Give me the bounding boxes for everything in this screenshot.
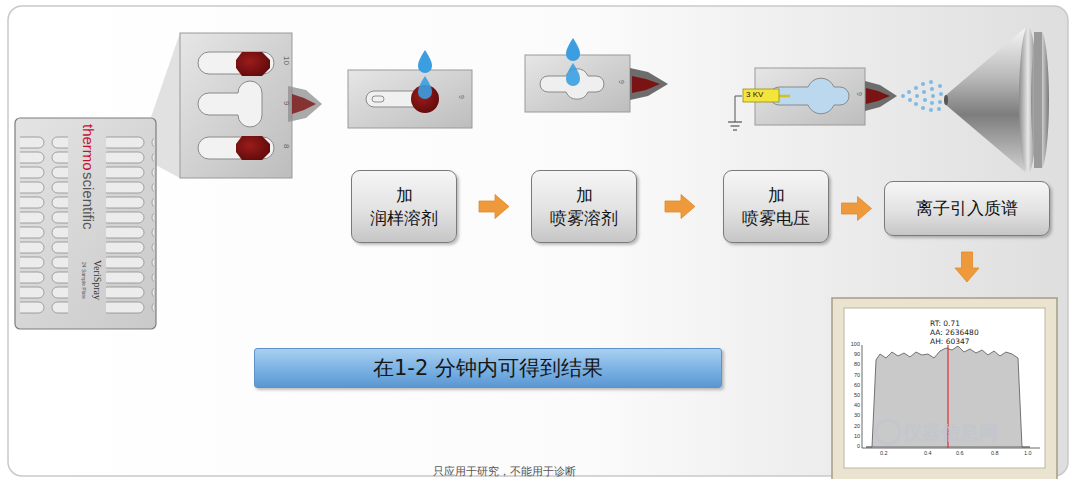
ms-inlet-rim — [1031, 30, 1049, 170]
text-group: 加 喷雾溶剂 — [540, 184, 628, 228]
spray-tip-sample — [866, 88, 890, 104]
ground-symbol — [733, 129, 737, 130]
hv-wire — [779, 95, 790, 98]
node-text: 加 润样溶剂 — [360, 184, 448, 228]
solvent-drop — [418, 76, 432, 99]
text-group: 加 润样溶剂 — [360, 184, 448, 228]
text-group: 在1-2 分钟内可得到结果 — [373, 354, 603, 382]
axis-tick: 20 — [854, 424, 860, 430]
y-axis — [862, 345, 863, 448]
well-number: 10 — [282, 56, 290, 65]
blood-spot — [236, 136, 270, 160]
axis-tick: 10 — [854, 434, 860, 440]
ground-wire — [735, 96, 742, 97]
node-text: 离子引入质谱 — [916, 197, 1018, 219]
axis-tick: 50 — [854, 393, 860, 399]
text-group: 离子引入质谱 — [916, 197, 1018, 219]
node-text: 加 喷雾溶剂 — [540, 184, 628, 228]
plate-inset — [180, 33, 292, 178]
well-number: 9 — [618, 80, 625, 84]
axis-tick: 40 — [854, 403, 860, 409]
result-band: 在1-2 分钟内可得到结果 — [254, 348, 722, 388]
spray-tip — [630, 68, 668, 100]
watermark-logo — [876, 420, 900, 444]
chart-frame — [832, 298, 1057, 479]
flow-arrow — [955, 252, 979, 282]
axis-tick: 0.6 — [956, 451, 964, 457]
ground-symbol — [728, 121, 742, 122]
axis-tick: 0.4 — [924, 451, 932, 457]
peak-info: RT: 0.71 — [930, 319, 1057, 328]
text-group: 加 喷雾电压 — [732, 184, 820, 228]
sample-plate — [15, 118, 156, 329]
x-axis — [862, 448, 1040, 449]
slide-panel — [8, 6, 1068, 476]
well-number: 9 — [458, 95, 465, 99]
product-name: VeriSpray — [92, 260, 102, 300]
spray-tip-sample — [632, 76, 660, 93]
wet-well — [770, 78, 849, 114]
ms-orifice — [944, 95, 948, 105]
flow-arrow — [665, 195, 695, 219]
blood-spot — [236, 52, 270, 76]
peak-info: AA: 2636480 — [930, 328, 1057, 337]
chromatogram-panel: RT: 0.71AA: 2636480AH: 60347 — [832, 298, 1057, 479]
solvent-drop — [566, 38, 580, 61]
axis-tick: 0 — [857, 444, 860, 450]
flow-arrow — [479, 195, 509, 219]
spray-tip-sample — [292, 94, 316, 114]
voltage-label: 3 KV — [746, 91, 763, 99]
watermark: 仪器信息网 — [903, 423, 998, 442]
well-number: 9 — [282, 101, 290, 105]
ground-symbol — [731, 125, 740, 126]
spray-tip — [865, 81, 897, 111]
solvent-drop — [418, 50, 432, 73]
axis-tick: 1.0 — [1024, 451, 1032, 457]
well-column — [20, 135, 68, 315]
ms-inlet-cone — [946, 28, 1025, 172]
plate-section — [348, 70, 472, 128]
axis-tick: 70 — [854, 373, 860, 379]
brand-text: scientific — [81, 172, 96, 230]
product-subtitle: 24 Sample Plate — [81, 262, 86, 299]
well-column — [106, 135, 154, 315]
flow-arrow — [842, 197, 872, 221]
well-number: 9 — [856, 92, 863, 96]
axis-tick: 80 — [854, 362, 860, 368]
ground-wire — [735, 96, 736, 122]
node-text: 在1-2 分钟内可得到结果 — [373, 354, 603, 382]
well-slot — [198, 137, 274, 159]
spray-droplets — [901, 80, 943, 112]
ms-inlet-body — [1034, 32, 1042, 168]
solvent-drop — [566, 63, 580, 86]
axis-tick: 30 — [854, 413, 860, 419]
process-box: 离子引入质谱 — [884, 181, 1050, 236]
node-text: 加 喷雾电压 — [732, 184, 820, 228]
axis-tick: 0.2 — [880, 451, 888, 457]
brand-text: thermo — [81, 124, 96, 171]
peak-info: AH: 60347 — [930, 337, 1057, 346]
axis-tick: 100 — [851, 342, 860, 348]
well-number: 8 — [282, 144, 290, 148]
keyhole-well — [198, 81, 262, 127]
process-box: 加 喷雾电压 — [723, 170, 829, 243]
signal-trace — [866, 346, 1030, 447]
disclaimer: 只应用于研究，不能用于诊断 — [433, 466, 576, 477]
spray-tip — [288, 86, 322, 122]
axis-tick: 60 — [854, 383, 860, 389]
plate-section — [525, 55, 630, 112]
process-box: 加 喷雾溶剂 — [531, 170, 637, 243]
process-box: 加 润样溶剂 — [351, 170, 457, 243]
axis-tick: 90 — [854, 352, 860, 358]
axis-tick: 0.8 — [991, 451, 999, 457]
voltage-tag — [743, 89, 779, 102]
well-mark — [372, 96, 384, 102]
